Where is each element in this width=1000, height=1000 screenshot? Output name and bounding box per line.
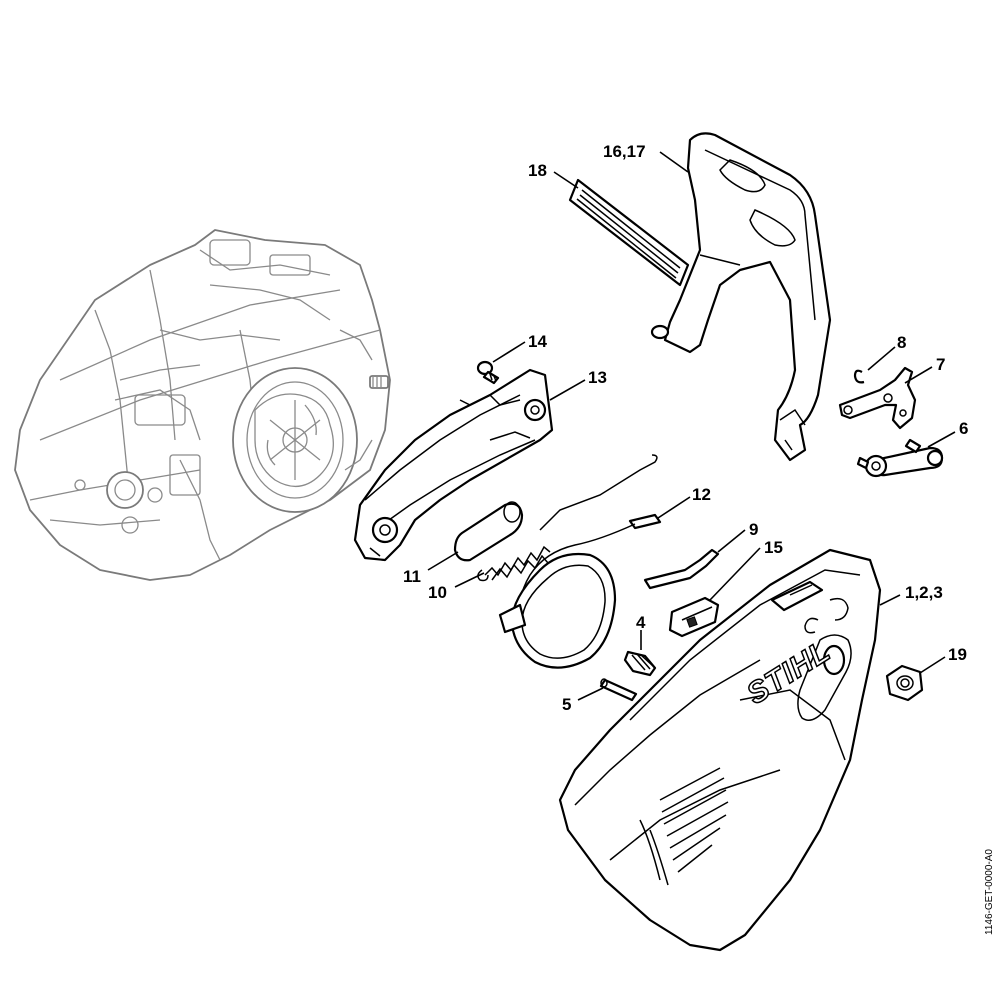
- callout-7: 7: [936, 355, 945, 374]
- callout-8: 8: [897, 333, 906, 352]
- part-15-insert: [668, 596, 720, 638]
- part-11-sleeve: [453, 501, 524, 562]
- callout-13: 13: [588, 368, 607, 387]
- part-5-pin: [599, 678, 638, 702]
- callout-19: 19: [948, 645, 967, 664]
- engine-housing: [14, 229, 391, 581]
- cover-vents: [639, 767, 729, 886]
- callout-12: 12: [692, 485, 711, 504]
- part-9-flat-spring: [643, 548, 720, 590]
- reference-code: 1146-GET-0000-A0: [984, 849, 995, 935]
- callout-18: 18: [528, 161, 547, 180]
- hand-guard: [650, 132, 832, 462]
- part-13-brake-lever: [353, 368, 554, 562]
- part-18-plate: [568, 178, 690, 287]
- callout-6: 6: [959, 419, 968, 438]
- part-14-screw: [476, 360, 500, 385]
- callout-labels: 18 16,17 14 13 8 7 6 12 9 15 11 10 1,2,3…: [403, 142, 968, 714]
- callout-5: 5: [562, 695, 571, 714]
- callout-15: 15: [764, 538, 783, 557]
- part-10-spring: [477, 454, 658, 582]
- callout-14: 14: [528, 332, 547, 351]
- callout-9: 9: [749, 520, 758, 539]
- callout-16-17: 16,17: [603, 142, 646, 161]
- callout-4: 4: [636, 613, 646, 632]
- callout-1-2-3: 1,2,3: [905, 583, 943, 602]
- sprocket-cover: [558, 548, 882, 952]
- callout-10: 10: [428, 583, 447, 602]
- part-4-sleeve: [623, 650, 657, 677]
- leader-lines: [427, 151, 956, 701]
- part-6-lever: [856, 438, 944, 478]
- part-7-linkage: [838, 366, 917, 430]
- part-8-clip: [853, 369, 865, 384]
- part-12-brake-band: [498, 513, 662, 669]
- part-19-nut: [885, 664, 924, 702]
- callout-11: 11: [403, 567, 421, 586]
